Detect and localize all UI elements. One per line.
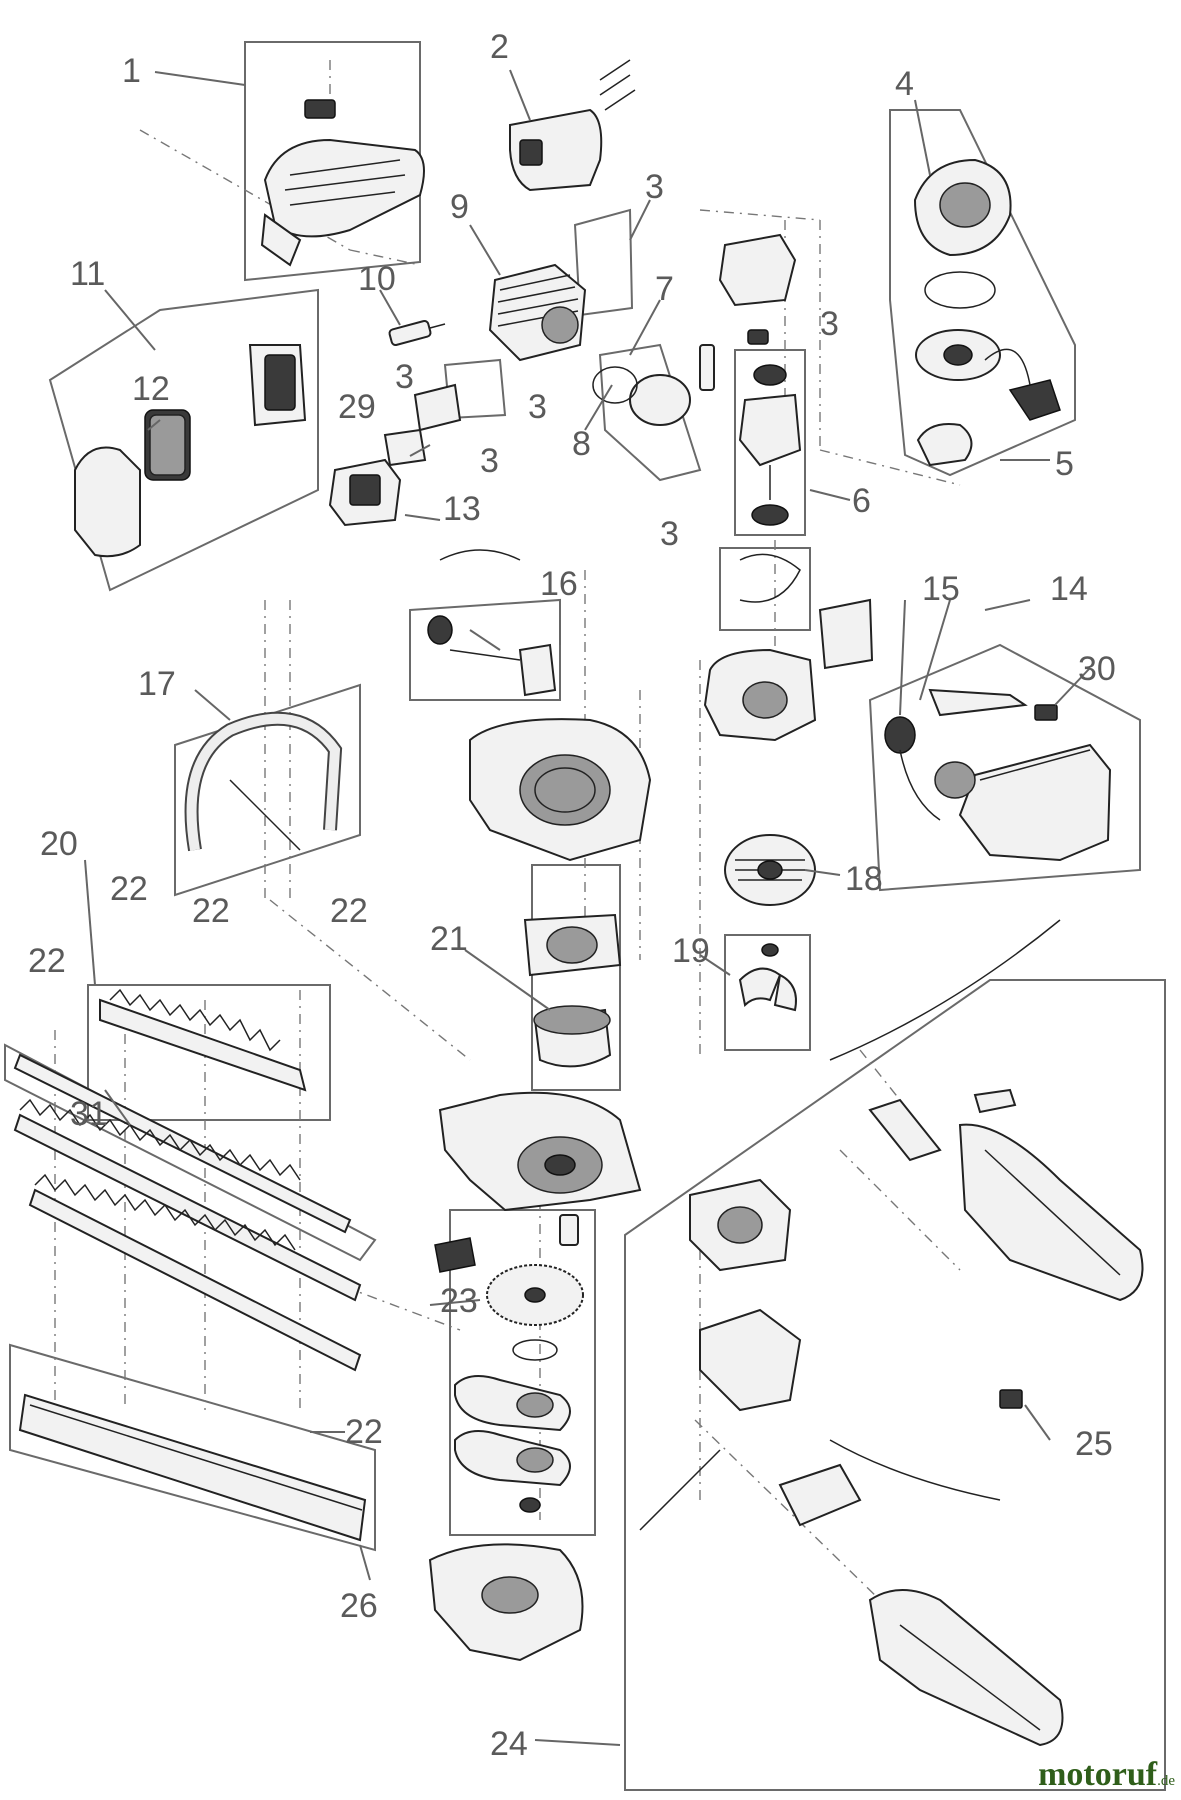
part-gear-cover <box>428 1543 584 1662</box>
part-muffler <box>509 59 636 192</box>
part-crankshaft <box>738 364 802 526</box>
callout-11: 11 <box>70 255 105 293</box>
callout-24: 24 <box>490 1725 528 1763</box>
box-starter <box>889 109 1076 477</box>
box-clutch-bell <box>531 864 621 1091</box>
assembly-axes <box>54 60 961 1601</box>
callout-3: 3 <box>645 168 664 206</box>
callout-26: 26 <box>340 1587 378 1625</box>
box-guard <box>9 1343 376 1552</box>
part-rear-handle <box>639 919 1144 1747</box>
callout-18: 18 <box>845 860 883 898</box>
part-crankcase <box>703 553 874 742</box>
callout-labels: 1 2 3 3 3 3 3 3 4 5 6 7 8 9 10 11 12 13 … <box>28 28 1116 1763</box>
callout-22: 22 <box>192 892 230 930</box>
part-clutch-drum <box>533 1005 612 1068</box>
part-recoil-starter <box>913 158 1061 467</box>
part-ignition-coil <box>427 549 557 697</box>
callout-23: 23 <box>440 1282 478 1320</box>
part-fuel-tank <box>884 688 1112 862</box>
callout-9: 9 <box>450 188 469 226</box>
callout-22: 22 <box>345 1413 383 1451</box>
box-flywheel <box>724 934 811 1051</box>
part-upper-blade <box>99 988 307 1092</box>
part-carburetor <box>328 383 462 527</box>
box-upper-blade <box>87 984 331 1121</box>
callout-12: 12 <box>132 370 170 408</box>
box-gear-set <box>449 1209 596 1536</box>
box-crankshaft <box>734 349 806 536</box>
callout-3: 3 <box>528 388 547 426</box>
box-gasket-low <box>719 547 811 631</box>
leader-lines <box>84 69 1091 1746</box>
callout-1: 1 <box>122 52 141 90</box>
part-engine-cover <box>260 99 425 267</box>
watermark-logo: motoruf.de <box>1038 1756 1175 1794</box>
callout-13: 13 <box>443 490 481 528</box>
box-ignition <box>409 598 561 701</box>
part-engine-housing <box>469 718 652 862</box>
box-engine-cover <box>244 41 421 282</box>
callout-3: 3 <box>395 358 414 396</box>
callout-22: 22 <box>28 942 66 980</box>
box-handle <box>174 683 361 897</box>
callout-21: 21 <box>430 920 468 958</box>
part-flywheel <box>724 834 816 906</box>
part-gear-train <box>454 1264 584 1513</box>
part-cutting-blades <box>13 1098 362 1372</box>
callout-16: 16 <box>540 565 578 603</box>
part-gear-housing <box>438 1091 642 1246</box>
callout-19: 19 <box>672 932 710 970</box>
part-blade-guard <box>18 1393 367 1542</box>
part-spark-plug <box>388 319 446 347</box>
callout-25: 25 <box>1075 1425 1113 1463</box>
box-tank <box>868 643 1141 892</box>
callout-3: 3 <box>820 305 839 343</box>
callout-2: 2 <box>490 28 509 66</box>
part-air-filter <box>74 344 307 558</box>
callout-3: 3 <box>480 442 499 480</box>
callout-6: 6 <box>852 482 871 520</box>
box-rear-handle <box>624 979 1166 1791</box>
part-rubber-block <box>434 1237 476 1273</box>
part-piston <box>592 344 715 426</box>
callout-31: 31 <box>70 1095 108 1133</box>
callout-22: 22 <box>330 892 368 930</box>
callout-15: 15 <box>922 570 960 608</box>
callout-14: 14 <box>1050 570 1088 608</box>
callout-5: 5 <box>1055 445 1074 483</box>
callout-17: 17 <box>138 665 176 703</box>
part-crankcase-top <box>718 233 797 345</box>
part-bearing-plate <box>523 913 622 977</box>
callout-8: 8 <box>572 425 591 463</box>
callout-4: 4 <box>895 65 914 103</box>
callout-3: 3 <box>660 515 679 553</box>
callout-22: 22 <box>110 870 148 908</box>
watermark-tld: .de <box>1157 1773 1175 1789</box>
callout-30: 30 <box>1078 650 1116 688</box>
box-piston <box>598 343 702 482</box>
watermark-brand: motoruf <box>1038 1756 1158 1793</box>
part-cylinder <box>488 263 587 362</box>
callout-29: 29 <box>338 388 376 426</box>
callout-7: 7 <box>655 270 674 308</box>
part-clutch-shoes <box>738 943 797 1012</box>
callout-10: 10 <box>358 260 396 298</box>
callout-20: 20 <box>40 825 78 863</box>
part-front-handle <box>184 711 343 852</box>
